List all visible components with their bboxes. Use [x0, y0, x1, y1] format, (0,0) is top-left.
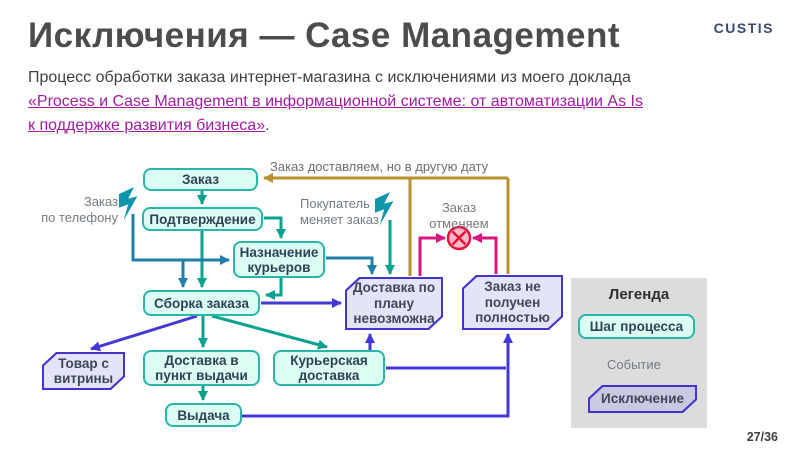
node-confirmation-label: Подтверждение: [149, 211, 256, 227]
event-label-phone-order: Заказ по телефону: [41, 194, 118, 225]
talk-link-line-1[interactable]: «Process и Case Management в информацион…: [28, 93, 643, 110]
node-pickup-delivery-label: Доставка в пункт выдачи: [155, 353, 248, 383]
node-showcase-item-label: Товар с витрины: [53, 355, 114, 386]
intro-line-3: к поддержке развития бизнеса».: [28, 114, 768, 138]
node-issue: Выдача: [165, 403, 242, 427]
legend-process-step-label: Шаг процесса: [589, 319, 684, 334]
page-number: 27/36: [746, 430, 778, 444]
legend-title: Легенда: [608, 286, 670, 303]
legend-process-step: Шаг процесса: [578, 314, 695, 339]
event-label-cancel-order: Заказ отменяем: [429, 200, 489, 231]
lightning-icon-phone-order: [119, 187, 138, 221]
node-delivery-impossible-label: Доставка по плану невозможна: [352, 280, 436, 327]
event-label-buyer-changes: Покупатель меняет заказ: [300, 196, 379, 227]
node-pickup-delivery: Доставка в пункт выдачи: [143, 350, 260, 386]
legend-exception-inner: Исключение: [590, 387, 695, 411]
connector-phone-to-couriers: [131, 214, 230, 265]
event-label-deliver-other-date: Заказ доставляем, но в другую дату: [270, 159, 489, 174]
node-order-assembly: Сборка заказа: [143, 290, 260, 316]
intro-line-1: Процесс обработки заказа интернет-магази…: [28, 69, 631, 86]
legend-exception: Исключение: [588, 385, 697, 413]
lightning-icon-buyer-changes: [375, 192, 394, 226]
node-assign-couriers: Назначение курьеров: [233, 241, 325, 278]
intro-suffix: .: [265, 117, 270, 134]
node-delivery-impossible-inner: Доставка по плану невозможна: [347, 279, 441, 328]
connector-delivfail-to-cancel: [418, 233, 446, 276]
node-confirmation: Подтверждение: [142, 207, 263, 231]
gold-flow-arrows: [263, 173, 510, 276]
connector-assembly-to-courierdeliv: [211, 314, 328, 350]
node-order-assembly-label: Сборка заказа: [154, 295, 249, 311]
node-courier-delivery: Курьерская доставка: [273, 350, 385, 386]
talk-link-line-2[interactable]: к поддержке развития бизнеса»: [28, 117, 266, 134]
exception-flow-arrows: [90, 298, 513, 418]
connector-confirm-to-couriers: [264, 216, 286, 239]
node-order-not-received-label: Заказ не получен полностью: [475, 279, 550, 326]
node-delivery-impossible: Доставка по плану невозможна: [345, 277, 443, 330]
node-order: Заказ: [143, 168, 258, 191]
node-assign-couriers-label: Назначение курьеров: [239, 244, 319, 275]
legend-panel: Легенда Шаг процесса Событие Исключение: [571, 278, 707, 428]
intro-paragraph: Процесс обработки заказа интернет-магази…: [28, 66, 768, 138]
connector-couriers-to-assembly: [265, 278, 283, 300]
custis-logo: CUSTIS: [713, 20, 774, 36]
process-flow-arrows: [197, 191, 395, 401]
intro-line-2: «Process и Case Management в информацион…: [28, 90, 768, 114]
connector-assembly-to-showcase: [90, 314, 198, 352]
connector-issue-to-notreceived: [242, 333, 513, 418]
node-courier-delivery-label: Курьерская доставка: [290, 353, 368, 383]
node-order-not-received-inner: Заказ не получен полностью: [464, 277, 561, 328]
node-order-not-received: Заказ не получен полностью: [462, 275, 563, 330]
node-issue-label: Выдача: [177, 407, 230, 423]
cancel-flow-arrows: [418, 233, 498, 276]
connector-notreceived-to-cancel: [472, 233, 498, 274]
node-order-label: Заказ: [181, 172, 220, 187]
legend-event-label: Событие: [607, 357, 661, 372]
connector-couriers-to-delivfail: [326, 256, 377, 275]
legend-exception-label: Исключение: [600, 391, 685, 407]
event-flow-arrows: [131, 214, 377, 288]
page-title: Исключения — Case Management: [28, 16, 620, 55]
cancel-icon: [446, 225, 472, 251]
node-showcase-item: Товар с витрины: [42, 352, 125, 390]
node-showcase-item-inner: Товар с витрины: [44, 354, 123, 388]
